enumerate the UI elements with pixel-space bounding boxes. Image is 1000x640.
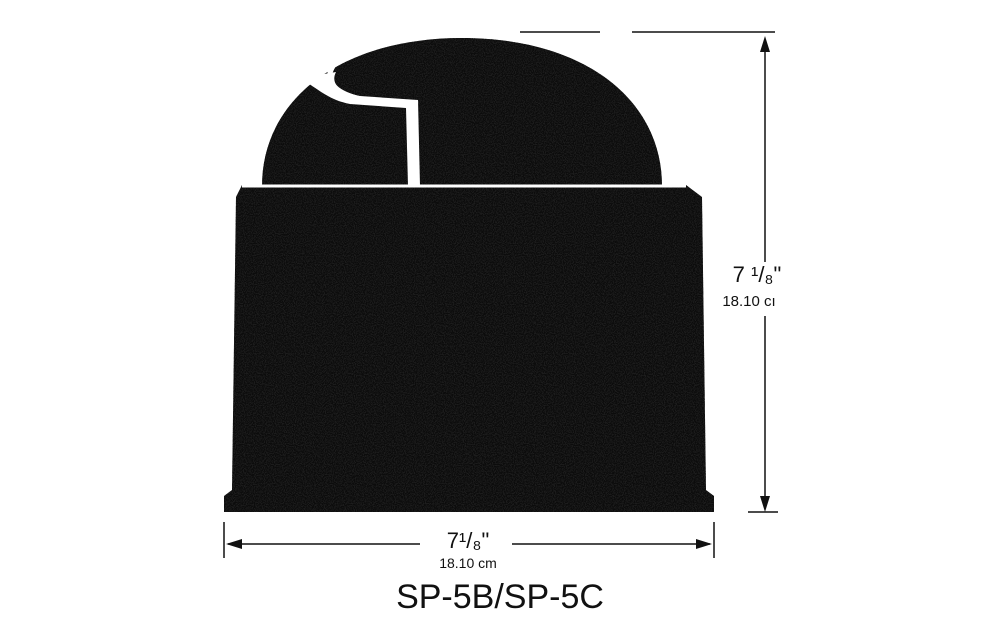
- height-dimension: 7 ¹/₈" 18.10 cı: [722, 36, 782, 513]
- arrow-right-icon: [696, 539, 712, 549]
- model-label: SP-5B/SP-5C: [396, 578, 604, 616]
- arrow-left-icon: [226, 539, 242, 549]
- compass-dome: [262, 38, 662, 186]
- height-imperial-label: 7 ¹/₈": [733, 262, 782, 287]
- width-dimension: 7¹/₈" 18.10 cm: [223, 522, 715, 571]
- compass-body: [224, 184, 714, 512]
- arrow-up-icon: [760, 36, 770, 52]
- width-imperial-label: 7¹/₈": [447, 528, 490, 553]
- arrow-down-icon: [760, 496, 770, 512]
- height-metric-label: 18.10 cı: [722, 293, 775, 310]
- width-metric-label: 18.10 cm: [439, 555, 497, 571]
